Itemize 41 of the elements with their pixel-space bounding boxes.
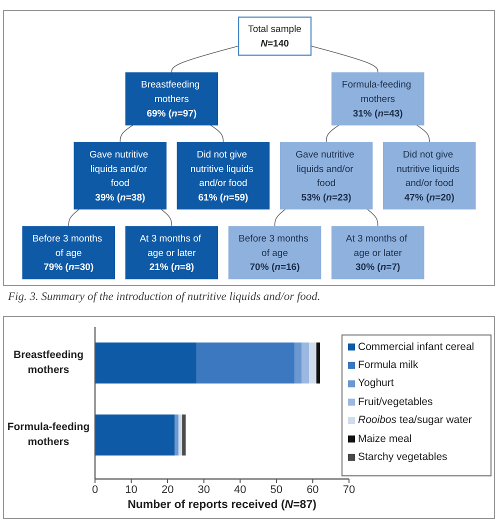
legend-label: Fruit/vegetables xyxy=(358,396,433,409)
legend-label: Maize meal xyxy=(358,432,412,446)
category-label: Breastfeeding mothers xyxy=(12,348,85,378)
connector xyxy=(416,124,430,143)
legend-label: Formula milk xyxy=(358,358,418,372)
axis-title: Number of reports received (N=87) xyxy=(128,498,316,512)
connector xyxy=(171,46,239,74)
connector xyxy=(366,208,378,227)
connector xyxy=(120,124,134,143)
connector xyxy=(210,124,224,143)
connector xyxy=(68,208,80,227)
figure-frame: Total sample N=140 Breastfeeding mothers 69% (n=97) Formula-feeding mothers 31% (n=43) Gave nutritive liquids and/or food 39% (n=38) Did not give nutritive liquids and/or food 61% (n=59) Gave nutritive liquids and/or food 53% (n=23) Did not give nutritive liquids and/or food 47% (n=20) Before 3 months of age 79% (n=30) At 3 months of age or later 21% (n=8) Before 3 months of age 70% (n=16) At 3 months of age or later 30% (n=7) xyxy=(3,10,495,286)
connector xyxy=(310,46,378,74)
node-box xyxy=(125,226,218,280)
node-box xyxy=(125,72,218,126)
node-box xyxy=(383,142,476,210)
legend-label: Rooibos tea/sugar water xyxy=(358,414,472,428)
node-box xyxy=(331,72,424,126)
node-box xyxy=(331,226,424,280)
tick-label: 50 xyxy=(269,484,284,497)
legend-label: Starchy vegetables xyxy=(358,450,448,464)
node-box xyxy=(22,226,115,280)
connector xyxy=(160,208,172,227)
tick-label: 70 xyxy=(342,484,356,497)
node-box xyxy=(176,142,270,210)
tick-label: 40 xyxy=(232,484,248,497)
node-box xyxy=(74,142,167,210)
node-box xyxy=(280,142,373,210)
node-box xyxy=(228,226,322,280)
tick-label: 20 xyxy=(160,484,175,497)
figure-caption: Fig. 3. Summary of the introduction of nutritive liquids and/or food. xyxy=(8,291,320,303)
connector xyxy=(274,208,286,227)
connector xyxy=(326,124,340,143)
legend-label: Commercial infant cereal xyxy=(358,340,474,354)
tick-label: 30 xyxy=(196,484,212,497)
tick-label: 10 xyxy=(124,484,138,497)
tick-label: 60 xyxy=(306,484,320,497)
node-box xyxy=(238,16,312,56)
legend-label: Yoghurt xyxy=(358,377,394,390)
category-label: Formula-feeding mothers xyxy=(6,420,91,450)
tick-label: 0 xyxy=(90,484,100,497)
